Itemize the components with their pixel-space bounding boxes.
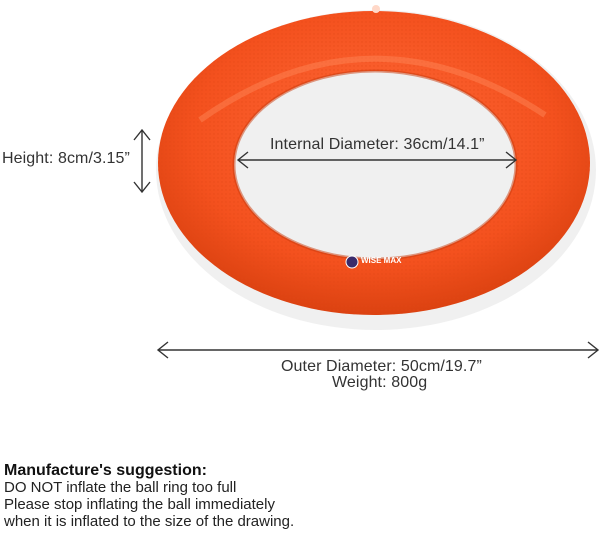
valve-icon (372, 5, 380, 13)
internal-diameter-arrow (236, 151, 518, 169)
weight-label: Weight: 800g (332, 374, 428, 391)
outer-diameter-arrow (156, 341, 600, 359)
suggestion-line: when it is inflated to the size of the d… (4, 513, 295, 530)
brand-logo-text: WISE MAX (361, 256, 402, 265)
ring-inner-edge (232, 69, 518, 261)
ring-texture (158, 11, 590, 315)
brand-logo-icon (345, 255, 359, 269)
suggestion-line: DO NOT inflate the ball ring too full (4, 479, 237, 496)
suggestion-title: Manufacture's suggestion: (4, 462, 207, 479)
internal-diameter-label: Internal Diameter: 36cm/14.1” (270, 136, 485, 153)
height-label: Height: 8cm/3.15” (2, 150, 130, 167)
manufacturer-suggestion: Manufacture's suggestion: DO NOT inflate… (4, 462, 294, 530)
height-arrow (133, 128, 151, 194)
ring-highlight (198, 55, 547, 123)
outer-diameter-label: Outer Diameter: 50cm/19.7” (281, 358, 482, 375)
suggestion-line: Please stop inflating the ball immediate… (4, 496, 275, 513)
